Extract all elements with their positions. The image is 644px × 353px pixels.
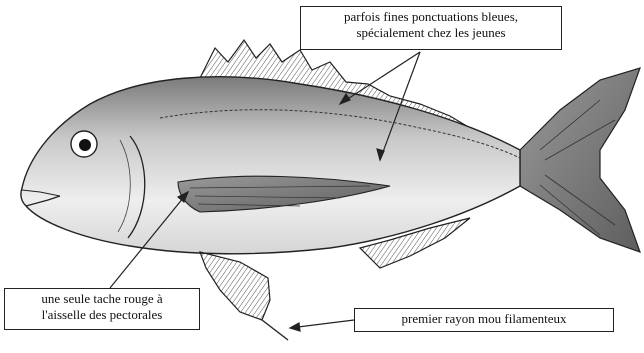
annotation-blue-dots: parfois fines ponctuations bleues, spéci… (300, 6, 562, 50)
pelvic-fin (200, 252, 288, 340)
annotation-filament-ray-line1: premier rayon mou filamenteux (361, 311, 607, 327)
annotation-red-spot-line1: une seule tache rouge à (11, 291, 193, 307)
annotation-red-spot: une seule tache rouge à l'aisselle des p… (4, 288, 200, 330)
annotation-red-spot-line2: l'aisselle des pectorales (11, 307, 193, 323)
annotation-blue-dots-line1: parfois fines ponctuations bleues, (307, 9, 555, 25)
caudal-fin (520, 68, 640, 252)
annotation-filament-ray: premier rayon mou filamenteux (354, 308, 614, 332)
annotation-blue-dots-line2: spécialement chez les jeunes (307, 25, 555, 41)
